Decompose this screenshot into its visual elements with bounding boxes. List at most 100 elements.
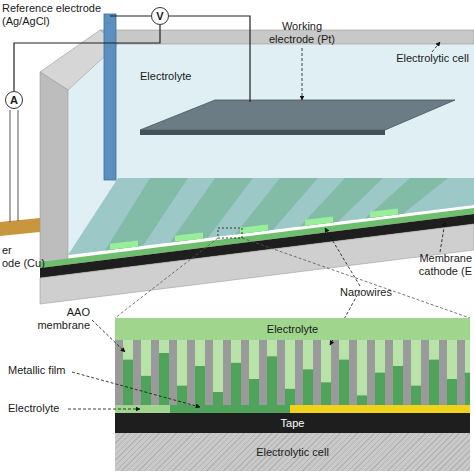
pore-wall bbox=[133, 340, 141, 405]
node-text: Electrolyte bbox=[267, 323, 318, 335]
pore-electrolyte bbox=[447, 340, 457, 379]
metallic-film bbox=[170, 405, 290, 413]
pore-wall bbox=[367, 340, 375, 405]
part-label: AAO membrane bbox=[30, 306, 90, 332]
part-label: Electrolytic cell bbox=[395, 52, 470, 65]
nanowire bbox=[231, 363, 241, 405]
pore-electrolyte bbox=[213, 340, 223, 392]
nanowire bbox=[249, 379, 259, 405]
pore-wall bbox=[457, 340, 465, 405]
pore-wall bbox=[313, 340, 321, 405]
leader-line bbox=[325, 228, 360, 286]
nanowire bbox=[321, 382, 331, 405]
part-label: Electrolyte bbox=[8, 402, 78, 415]
working-electrode-edge bbox=[140, 130, 385, 135]
pore-electrolyte bbox=[177, 340, 187, 386]
node-text: Electrolytic cell bbox=[256, 446, 329, 458]
nanowire bbox=[267, 356, 277, 405]
electrolyte-layer: Electrolyte bbox=[115, 318, 470, 340]
pore-wall bbox=[421, 340, 429, 405]
reference-wire bbox=[110, 15, 151, 16]
nanowire bbox=[447, 379, 457, 405]
pore-electrolyte bbox=[429, 340, 439, 360]
nanowire bbox=[303, 369, 313, 405]
voltmeter-symbol: V bbox=[151, 7, 169, 25]
node-text: A bbox=[10, 93, 18, 107]
nanowire bbox=[339, 360, 349, 406]
metallic-film-gold bbox=[290, 405, 470, 413]
pore-wall bbox=[115, 340, 123, 405]
pore-electrolyte bbox=[393, 340, 403, 366]
pore-wall bbox=[151, 340, 159, 405]
pore-wall bbox=[439, 340, 447, 405]
nanowire-inset bbox=[115, 340, 470, 405]
zoom-line bbox=[115, 238, 218, 318]
nanowire bbox=[429, 360, 439, 406]
pore-wall bbox=[295, 340, 303, 405]
leader-line bbox=[72, 372, 200, 407]
nanowire bbox=[195, 366, 205, 405]
counter-wire bbox=[10, 110, 11, 222]
tape-layer: Tape bbox=[115, 413, 470, 433]
nanowire bbox=[375, 373, 385, 406]
pore-wall bbox=[331, 340, 339, 405]
pore-electrolyte bbox=[375, 340, 385, 373]
ammeter-symbol: A bbox=[5, 91, 23, 109]
part-label: ode (Cu) bbox=[2, 257, 62, 270]
cell-base bbox=[40, 224, 474, 304]
pore-wall bbox=[241, 340, 249, 405]
part-label: Nanowires bbox=[340, 286, 410, 299]
pore-electrolyte bbox=[321, 340, 331, 382]
nanowire bbox=[393, 366, 403, 405]
node-text: Tape bbox=[281, 417, 305, 429]
working-wire bbox=[169, 16, 250, 102]
pore-wall bbox=[187, 340, 195, 405]
leader-line bbox=[440, 222, 445, 252]
nanowire bbox=[465, 373, 470, 406]
nanowire bbox=[213, 392, 223, 405]
nanowire bbox=[411, 386, 421, 406]
pore-wall bbox=[259, 340, 267, 405]
part-label: Metallic film bbox=[8, 364, 88, 377]
circuit-wire bbox=[14, 25, 160, 91]
electrode-label: Working electrode (Pt) bbox=[262, 20, 342, 46]
pore-electrolyte bbox=[195, 340, 205, 366]
nanowire bbox=[285, 389, 295, 405]
pore-electrolyte bbox=[159, 340, 169, 353]
pore-wall bbox=[385, 340, 393, 405]
nanowire bbox=[141, 376, 151, 405]
working-electrode-plate bbox=[140, 100, 455, 130]
pore-electrolyte bbox=[339, 340, 349, 360]
counter-wire bbox=[18, 110, 19, 221]
pore-wall bbox=[205, 340, 213, 405]
pore-electrolyte bbox=[411, 340, 421, 386]
pore-electrolyte bbox=[141, 340, 151, 376]
pore-electrolyte bbox=[249, 340, 259, 379]
copper-counter-electrode bbox=[0, 218, 40, 236]
pore-wall bbox=[349, 340, 357, 405]
nanowire bbox=[357, 395, 367, 405]
nanowire bbox=[177, 386, 187, 406]
leader-line bbox=[68, 409, 140, 410]
zoom-line bbox=[242, 238, 470, 318]
reference-electrode bbox=[104, 14, 116, 180]
pore-electrolyte bbox=[231, 340, 241, 363]
pore-electrolyte bbox=[303, 340, 313, 369]
cell-base-layer: Electrolytic cell bbox=[115, 433, 470, 471]
pore-wall bbox=[169, 340, 177, 405]
nanowire bbox=[123, 360, 133, 406]
part-label: Electrolyte bbox=[140, 70, 210, 83]
zoom-box bbox=[218, 228, 242, 238]
leader-line bbox=[432, 42, 440, 52]
node-text: V bbox=[156, 9, 163, 23]
pore-wall bbox=[223, 340, 231, 405]
pore-wall bbox=[403, 340, 411, 405]
pore-electrolyte bbox=[267, 340, 277, 356]
part-label: er bbox=[2, 244, 32, 257]
pore-electrolyte bbox=[357, 340, 367, 395]
leader-line bbox=[302, 48, 303, 100]
electrode-label: Reference electrode (Ag/AgCl) bbox=[2, 2, 106, 28]
pore-wall bbox=[277, 340, 285, 405]
